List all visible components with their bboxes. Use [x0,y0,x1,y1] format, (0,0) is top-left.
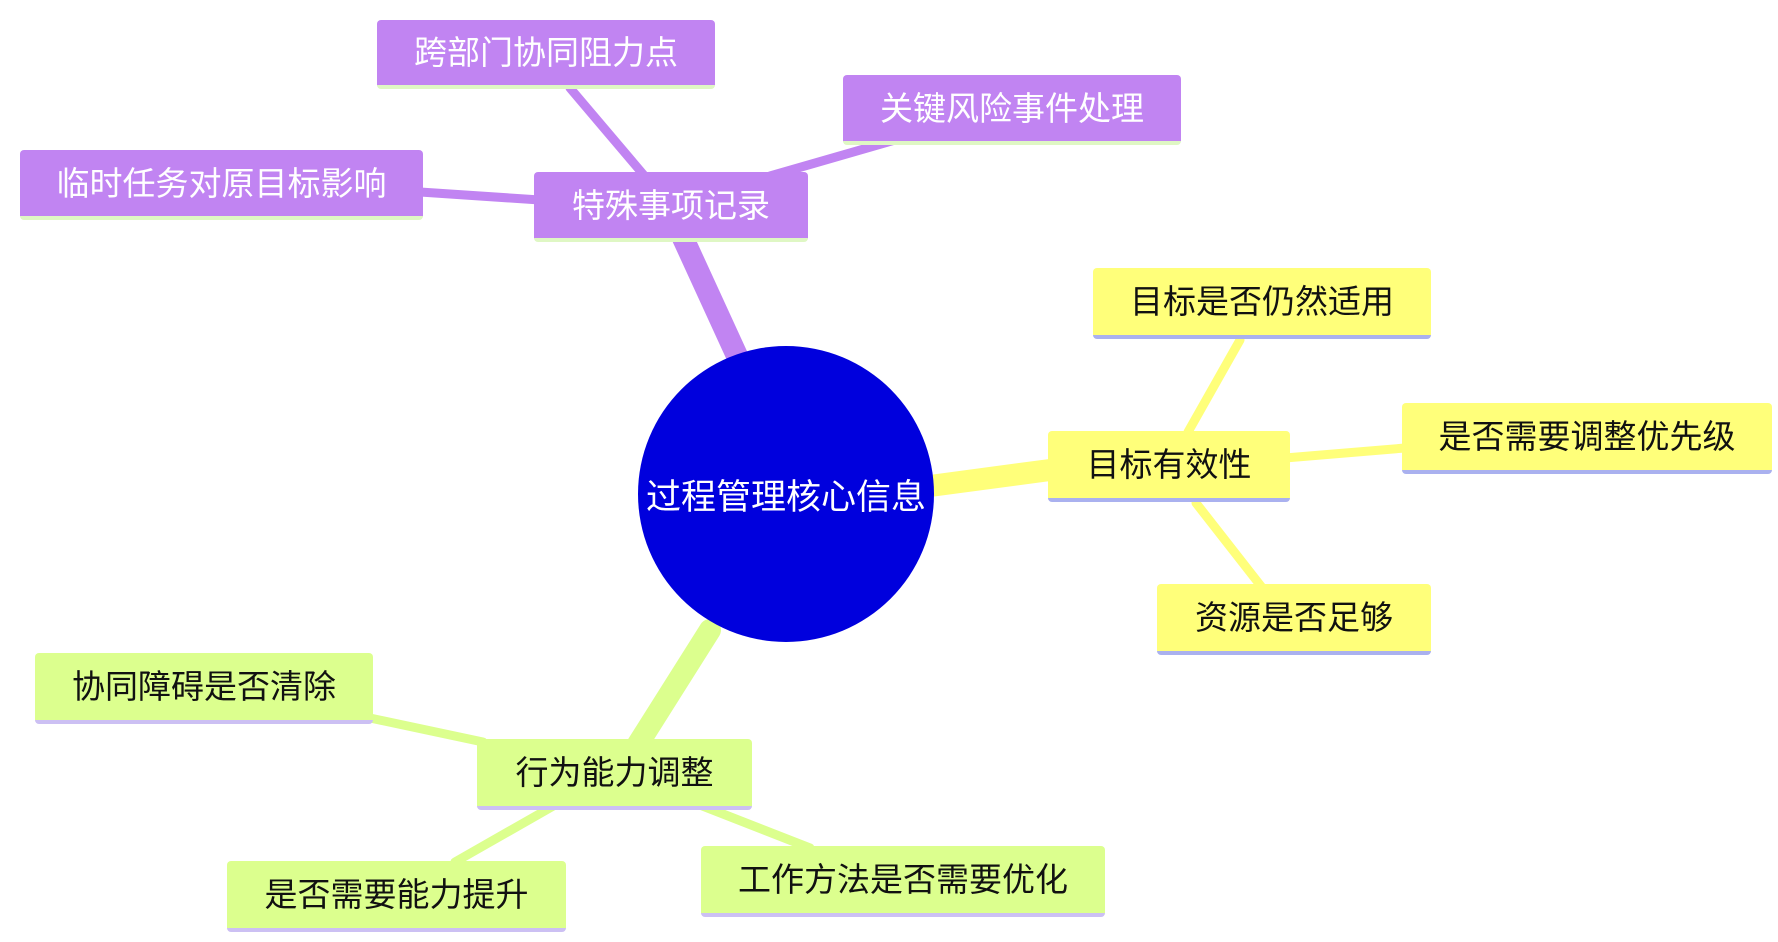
leaf-label: 跨部门协同阻力点 [414,33,678,72]
connector-behavior-ability [450,800,560,867]
connector-root-special [672,227,749,369]
leaf-resources-sufficient[interactable]: 资源是否足够 [1157,584,1431,655]
root-node[interactable]: 过程管理核心信息 [638,346,934,642]
leaf-label: 临时任务对原目标影响 [56,163,387,203]
root-label: 过程管理核心信息 [645,477,926,518]
branch-label: 目标有效性 [1086,445,1252,484]
leaf-key-risk-events[interactable]: 关键风险事件处理 [843,75,1181,145]
leaf-label: 资源是否足够 [1195,598,1393,637]
connector-validity-priority [1280,443,1410,463]
leaf-method-optimization[interactable]: 工作方法是否需要优化 [701,846,1105,917]
connector-root-goal-validity [919,459,1061,497]
connector-special-risk [765,135,900,181]
connector-validity-still-apply [1183,335,1245,437]
leaf-label: 工作方法是否需要优化 [738,860,1068,899]
leaf-label: 是否需要能力提升 [264,875,529,914]
leaf-label: 目标是否仍然适用 [1130,282,1394,321]
connector-behavior-method [695,800,815,853]
leaf-collab-obstacles-cleared[interactable]: 协同障碍是否清除 [35,653,373,724]
leaf-label: 关键风险事件处理 [880,88,1144,128]
connector-behavior-obstacles [365,713,488,747]
branch-special-records[interactable]: 特殊事项记录 [534,172,808,242]
branch-label: 行为能力调整 [515,753,714,792]
leaf-label: 是否需要调整优先级 [1438,417,1736,456]
leaf-ability-improvement[interactable]: 是否需要能力提升 [227,861,566,932]
connector-special-temp-task [415,187,545,205]
leaf-temp-task-impact[interactable]: 临时任务对原目标影响 [20,150,423,220]
leaf-adjust-priority[interactable]: 是否需要调整优先级 [1402,403,1772,474]
connector-special-cross-dept [565,83,653,185]
connector-validity-resources [1191,498,1269,595]
branch-goal-validity[interactable]: 目标有效性 [1048,431,1290,502]
branch-behavior-ability[interactable]: 行为能力调整 [477,739,752,810]
leaf-label: 协同障碍是否清除 [72,667,336,706]
branch-label: 特殊事项记录 [572,185,770,225]
leaf-goal-still-applicable[interactable]: 目标是否仍然适用 [1093,268,1431,339]
leaf-cross-dept-resistance[interactable]: 跨部门协同阻力点 [377,20,715,89]
connector-root-behavior [622,619,721,763]
